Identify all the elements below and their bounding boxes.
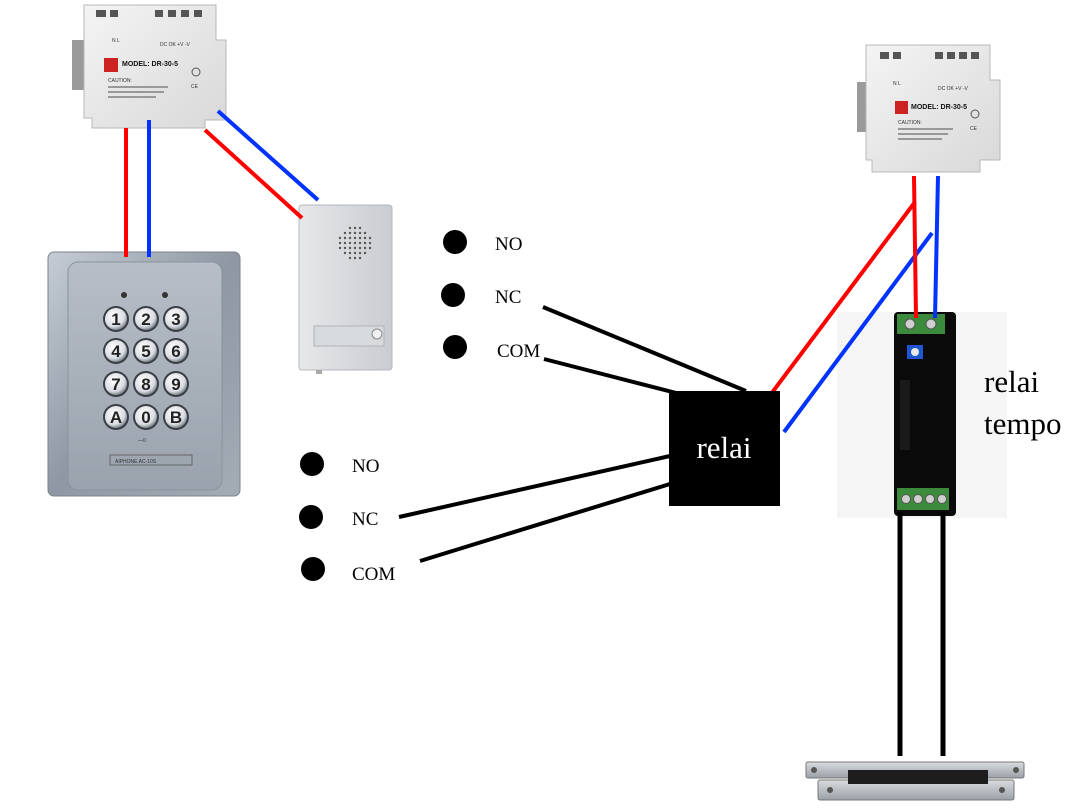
wire-negative [216, 109, 320, 202]
wire-positive [766, 200, 917, 400]
relay-box [669, 391, 780, 506]
terminal-block-top [897, 314, 945, 334]
keypad-brand: AIPHONE AC-10S [115, 459, 157, 465]
contact-label-nc: NC [495, 287, 521, 308]
keypad-key-6[interactable]: 6 [163, 338, 189, 364]
contact-label-com: COM [497, 341, 540, 362]
wire-signal [398, 454, 671, 519]
led-indicator [162, 292, 168, 298]
psu-left-outputs: DC OK +V -V [160, 42, 191, 48]
keypad-key-label: 2 [141, 310, 150, 329]
keypad-key-9[interactable]: 9 [163, 371, 189, 397]
keypad-key-3[interactable]: 3 [163, 306, 189, 332]
svg-text:CE: CE [191, 84, 199, 90]
keypad-key-label: B [170, 408, 182, 427]
timer-relay-body [894, 312, 956, 516]
wire-signal [542, 305, 747, 393]
power-supply-left: N L DC OK +V -V MODEL: DR-30-5 CAUTION: … [72, 4, 227, 129]
contacts-upper: NO NC COM [441, 230, 540, 362]
keypad-key-label: 4 [111, 342, 121, 361]
lock-armature [848, 770, 988, 784]
svg-text:CE: CE [970, 126, 978, 132]
contacts-lower: NO NC COM [299, 452, 395, 585]
contact-label-no: NO [495, 234, 522, 255]
timer-relay-label-line2: tempo [984, 406, 1062, 441]
keypad-key-label: 3 [171, 310, 180, 329]
psu-left-caution: CAUTION: [108, 78, 132, 84]
psu-left-terminals: N L [112, 38, 120, 44]
contact-dot-no [443, 230, 467, 254]
keypad-key-5[interactable]: 5 [133, 338, 159, 364]
timer-relay-label-line1: relai [984, 364, 1039, 399]
psu-left-model: MODEL: DR-30-5 [122, 61, 178, 68]
keypad-key-label: 0 [141, 408, 150, 427]
keypad-key-a[interactable]: A [103, 404, 129, 430]
keypad-key-b[interactable]: B [163, 404, 189, 430]
timer-relay: relai tempo [837, 312, 1062, 518]
wire-negative [782, 231, 934, 434]
keypad-key-8[interactable]: 8 [133, 371, 159, 397]
keypad-key-label: A [110, 408, 122, 427]
keypad-key-4[interactable]: 4 [103, 338, 129, 364]
keypad-key-label: 8 [141, 375, 150, 394]
wire-signal [543, 357, 689, 398]
keypad-key-2[interactable]: 2 [133, 306, 159, 332]
keypad-key-0[interactable]: 0 [133, 404, 159, 430]
psu-right-caution: CAUTION: [898, 120, 922, 126]
relay: relai [669, 391, 780, 506]
power-supply-right: N L DC OK +V -V MODEL: DR-30-5 CAUTION: … [857, 44, 1001, 173]
contact-dot-no [300, 452, 324, 476]
keypad-key-1[interactable]: 1 [103, 306, 129, 332]
contact-dot-com [301, 557, 325, 581]
keypad-key-label: 9 [171, 375, 180, 394]
led-indicator [121, 292, 127, 298]
wires [124, 109, 946, 756]
wire-positive [912, 175, 918, 319]
wire-positive [203, 128, 304, 220]
keypad-key-label: 1 [111, 310, 120, 329]
contact-dot-nc [441, 283, 465, 307]
keypad-key-label: 5 [141, 342, 150, 361]
intercom-station [298, 204, 393, 374]
psu-right-model: MODEL: DR-30-5 [911, 104, 967, 111]
contact-dot-com [443, 335, 467, 359]
contact-label-com: COM [352, 564, 395, 585]
wire-negative [933, 175, 940, 319]
meanwell-logo [104, 58, 118, 72]
contact-label-no: NO [352, 456, 379, 477]
relay-label: relai [696, 430, 751, 465]
speaker-grille [338, 226, 372, 260]
psu-right-outputs: DC OK +V -V [938, 86, 969, 92]
call-button[interactable] [371, 328, 383, 340]
magnetic-lock [805, 761, 1025, 801]
contact-dot-nc [299, 505, 323, 529]
psu-right-terminals: N L [893, 81, 901, 87]
contact-label-nc: NC [352, 509, 378, 530]
meanwell-logo [895, 101, 908, 114]
keypad-key-7[interactable]: 7 [103, 371, 129, 397]
keypad-key-label: 7 [111, 375, 120, 394]
name-plate [313, 325, 385, 347]
wire-signal [419, 482, 671, 563]
keypad-key-label: 6 [171, 342, 180, 361]
svg-text:—0: —0 [138, 438, 146, 444]
